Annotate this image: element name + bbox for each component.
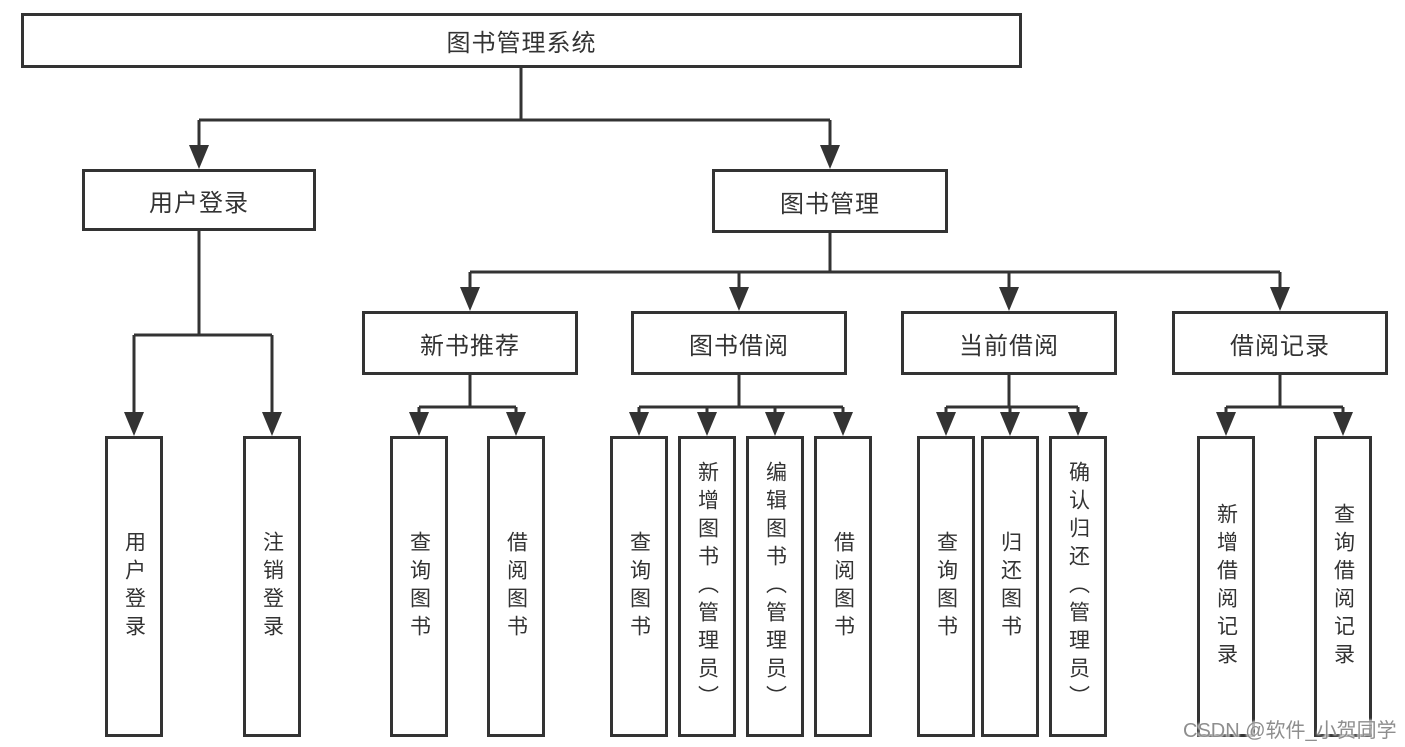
- csdn-watermark: CSDN @软件_小贺同学: [1183, 720, 1397, 742]
- leaf-query-books-current: 查询图书: [917, 436, 975, 737]
- node-user-login-label: 用户登录: [149, 189, 249, 217]
- node-new-book-recommend-label: 新书推荐: [420, 332, 520, 360]
- leaf-add-books-admin: 新增图书（管理员）: [678, 436, 736, 737]
- leaf-edit-books-admin-label: 编辑图书（管理员）: [763, 460, 787, 713]
- node-borrow-records-label: 借阅记录: [1230, 332, 1330, 360]
- leaf-query-borrow-record-label: 查询借阅记录: [1331, 502, 1355, 671]
- leaf-user-login: 用户登录: [105, 436, 163, 737]
- leaf-borrow-books-recommend: 借阅图书: [487, 436, 545, 737]
- leaf-borrow-books: 借阅图书: [814, 436, 872, 737]
- leaf-query-books-borrow-label: 查询图书: [627, 530, 651, 643]
- node-book-borrow-label: 图书借阅: [689, 332, 789, 360]
- leaf-add-borrow-record: 新增借阅记录: [1197, 436, 1255, 737]
- leaf-return-books-label: 归还图书: [998, 530, 1022, 643]
- leaf-return-books: 归还图书: [981, 436, 1039, 737]
- leaf-user-login-label: 用户登录: [122, 530, 146, 643]
- node-new-book-recommend: 新书推荐: [362, 311, 578, 375]
- leaf-add-books-admin-label: 新增图书（管理员）: [695, 460, 719, 713]
- node-user-login: 用户登录: [82, 169, 316, 231]
- leaf-logout-label: 注销登录: [260, 530, 284, 643]
- arrowheads: [124, 120, 1353, 436]
- leaf-query-borrow-record: 查询借阅记录: [1314, 436, 1372, 737]
- node-book-management: 图书管理: [712, 169, 948, 233]
- node-book-management-label: 图书管理: [780, 190, 880, 218]
- leaf-confirm-return-admin-label: 确认归还（管理员）: [1066, 460, 1090, 713]
- leaf-logout: 注销登录: [243, 436, 301, 737]
- leaf-query-books-borrow: 查询图书: [610, 436, 668, 737]
- leaf-add-borrow-record-label: 新增借阅记录: [1214, 502, 1238, 671]
- node-root-label: 图书管理系统: [446, 30, 597, 57]
- leaf-query-books-current-label: 查询图书: [934, 530, 958, 643]
- leaf-query-books-recommend: 查询图书: [390, 436, 448, 737]
- node-root: 图书管理系统: [21, 13, 1022, 68]
- leaf-edit-books-admin: 编辑图书（管理员）: [746, 436, 804, 737]
- leaf-borrow-books-recommend-label: 借阅图书: [504, 530, 528, 643]
- leaf-confirm-return-admin: 确认归还（管理员）: [1049, 436, 1107, 737]
- leaf-query-books-recommend-label: 查询图书: [407, 530, 431, 643]
- node-borrow-records: 借阅记录: [1172, 311, 1388, 375]
- node-current-borrow: 当前借阅: [901, 311, 1117, 375]
- node-current-borrow-label: 当前借阅: [959, 332, 1059, 360]
- leaf-borrow-books-label: 借阅图书: [831, 530, 855, 643]
- node-book-borrow: 图书借阅: [631, 311, 847, 375]
